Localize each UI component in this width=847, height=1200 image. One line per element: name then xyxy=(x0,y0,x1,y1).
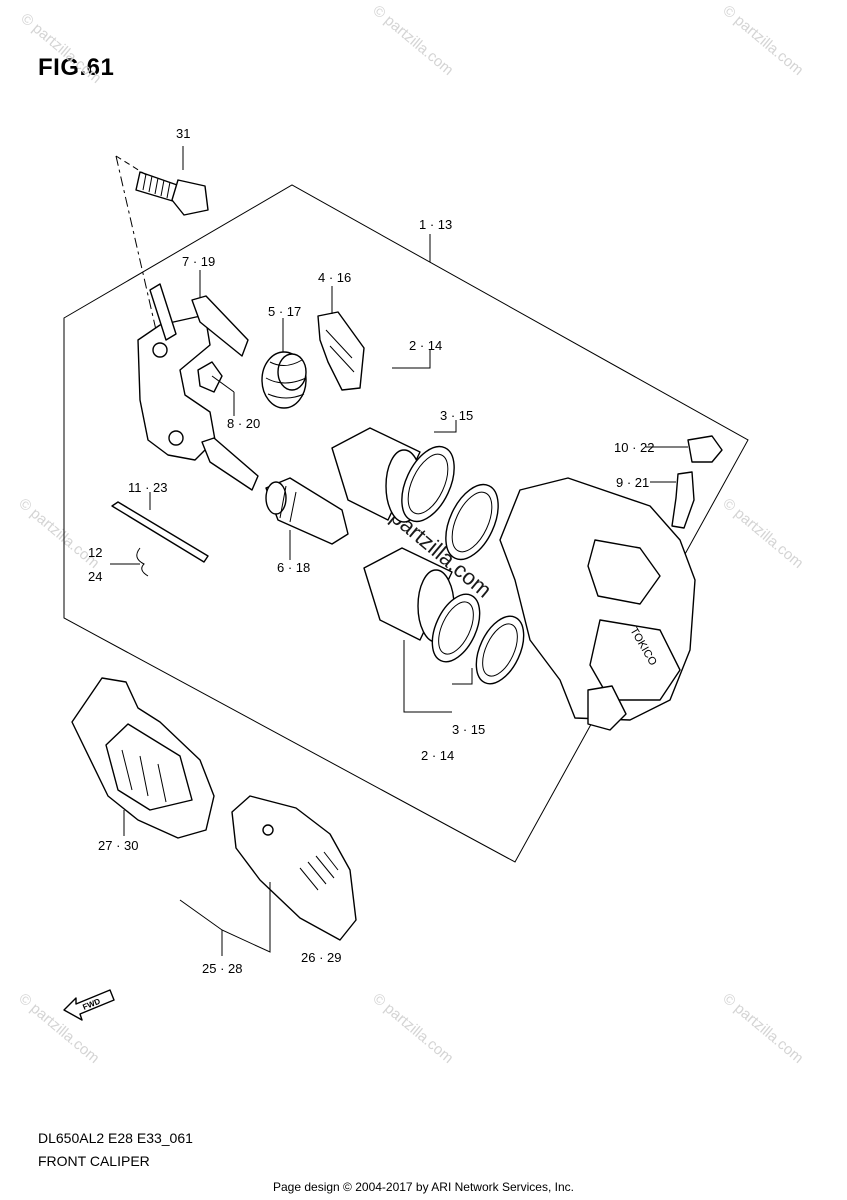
label-11-23: 11 · 23 xyxy=(128,480,168,495)
label-8-20: 8 · 20 xyxy=(227,416,260,431)
bleeder-9-21 xyxy=(671,471,695,529)
label-31: 31 xyxy=(176,126,190,141)
label-26-29: 26 · 29 xyxy=(301,950,341,965)
watermark: © partzilla.com xyxy=(15,495,102,572)
watermark: © partzilla.com xyxy=(719,495,806,572)
label-1-13: 1 · 13 xyxy=(419,217,452,232)
pad-pin-11-23 xyxy=(111,501,209,563)
watermark: © partzilla.com xyxy=(369,990,456,1067)
label-25-28: 25 · 28 xyxy=(202,961,242,976)
label-12: 12 xyxy=(88,545,102,560)
clip-12-24 xyxy=(136,547,149,577)
clip-8-20 xyxy=(197,361,223,393)
cap-10-22 xyxy=(687,435,723,463)
boot-5-17 xyxy=(261,351,307,409)
fwd-arrow-icon: FWD xyxy=(63,989,115,1021)
watermark: © partzilla.com xyxy=(719,990,806,1067)
label-2-14-bottom: 2 · 14 xyxy=(421,748,454,763)
seals-3-15 xyxy=(401,445,525,685)
label-2-14-top: 2 · 14 xyxy=(409,338,442,353)
label-7-19: 7 · 19 xyxy=(182,254,215,269)
caliper-body: TOKICO xyxy=(499,477,696,731)
label-9-21: 9 · 21 xyxy=(616,475,649,490)
caliper-bracket xyxy=(137,283,259,491)
watermark: © partzilla.com xyxy=(369,2,456,79)
label-24: 24 xyxy=(88,569,102,584)
figure-title: FIG.61 xyxy=(38,54,115,81)
brake-pad-27-30 xyxy=(71,677,215,839)
label-3-15-bottom: 3 · 15 xyxy=(452,722,485,737)
diagram-code: DL650AL2 E28 E33_061 xyxy=(38,1130,193,1146)
watermark: © partzilla.com xyxy=(719,2,806,79)
label-6-18: 6 · 18 xyxy=(277,560,310,575)
brake-pad-26-29 xyxy=(231,795,357,941)
pin-6-18 xyxy=(265,477,349,545)
label-4-16: 4 · 16 xyxy=(318,270,351,285)
label-5-17: 5 · 17 xyxy=(268,304,301,319)
leader-lines xyxy=(110,234,688,956)
bolt-31 xyxy=(115,146,209,357)
diagram-name: FRONT CALIPER xyxy=(38,1153,150,1169)
watermark: © partzilla.com xyxy=(17,10,104,87)
label-3-15-top: 3 · 15 xyxy=(440,408,473,423)
pad-spring-4-16 xyxy=(317,311,365,391)
label-27-30: 27 · 30 xyxy=(98,838,138,853)
page-credit: Page design © 2004-2017 by ARI Network S… xyxy=(272,1180,574,1194)
label-10-22: 10 · 22 xyxy=(614,440,654,455)
